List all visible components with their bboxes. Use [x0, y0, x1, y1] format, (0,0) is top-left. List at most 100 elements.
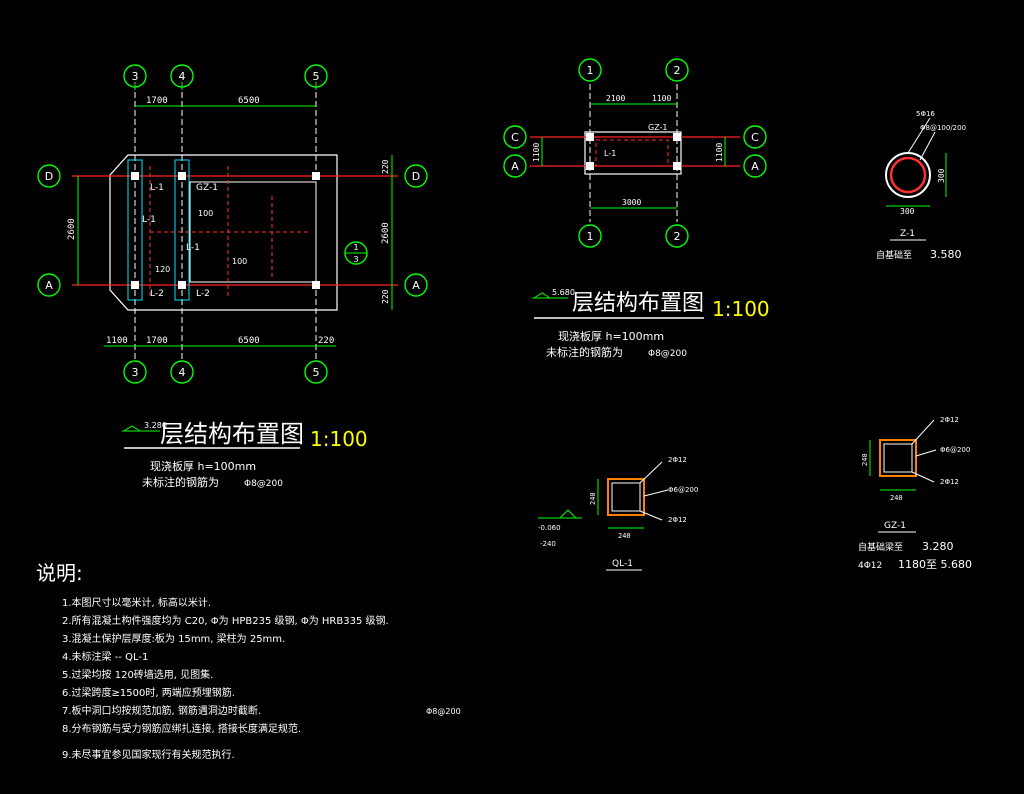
z1-caption: 自基础至 [876, 249, 912, 261]
detail-gz1: 2Φ12 Φ6@200 2Φ12 240 240 GZ-1 自基础梁至 3.28… [858, 416, 972, 571]
ql1-width: 240 [618, 532, 631, 540]
ql1-elevation: -0.060 [538, 524, 561, 532]
plan1-slab-note: 120 [155, 265, 170, 274]
ql1-section [607, 478, 645, 516]
plan1-bubble-top-3: 3 [123, 64, 147, 90]
plan1-label: L-1 [186, 243, 200, 253]
gz1-stirrup-text: Φ6@200 [940, 446, 970, 454]
notes-item: 4.未标注梁 -- QL-1 [62, 650, 148, 663]
plan2-bubble-right-C: C [743, 125, 767, 149]
gz1-bars-bot: 2Φ12 [940, 478, 959, 486]
ql1-stirrup [611, 482, 641, 512]
svg-text:4: 4 [179, 366, 186, 379]
plan1-label: L-2 [196, 289, 210, 299]
plan2-bubble-bottom-2: 2 [665, 224, 689, 248]
plan1-dim-top-2: 6500 [238, 96, 260, 106]
plan1-dim-bottom-1: 1100 [106, 336, 128, 346]
plan1-bubble-bottom-5: 5 [304, 360, 328, 384]
z1-section-outer [885, 152, 931, 198]
plan1-column [312, 281, 320, 289]
plan2-outline [584, 131, 682, 175]
plan1-label: L-1 [142, 215, 156, 225]
detail-ql1: 2Φ12 Φ6@200 2Φ12 240 240 -0.060 -240 QL-… [538, 456, 698, 571]
svg-text:5: 5 [313, 70, 320, 83]
plan1-column [131, 172, 139, 180]
plan2-bubble-top-2: 2 [665, 58, 689, 82]
svg-text:3: 3 [132, 70, 139, 83]
svg-text:A: A [751, 160, 759, 173]
svg-text:A: A [412, 279, 420, 292]
plan2-column [673, 162, 681, 170]
plan1-dim-bottom-2: 1700 [146, 336, 168, 346]
svg-text:4: 4 [179, 70, 186, 83]
plan1-column [178, 281, 186, 289]
gz1-section [879, 439, 917, 477]
z1-caption-value: 3.580 [930, 248, 962, 261]
plan1-bubble-left-D: D [37, 164, 61, 188]
plan1-dim-right-1: 220 [381, 159, 390, 174]
z1-section-inner [889, 156, 927, 194]
plan1-beam-cyan-1 [127, 159, 143, 301]
plan2-column [586, 162, 594, 170]
plan1-label: L-2 [150, 289, 164, 299]
svg-text:2: 2 [674, 64, 681, 77]
plan1-note2-value: Φ8@200 [244, 479, 283, 489]
svg-text:D: D [412, 170, 420, 183]
plan2-bubble-left-C: C [503, 125, 527, 149]
plan1-scale: 1:100 [310, 427, 368, 451]
plan1-inner-wall [189, 181, 317, 283]
z1-rebar-note2: Φ8@100/200 [920, 124, 966, 132]
design-notes: 说明: 1.本图尺寸以毫米计, 标高以米计. 2.所有混凝土构件强度均为 C20… [36, 561, 461, 761]
z1-height: 300 [937, 168, 946, 183]
ql1-bars-top: 2Φ12 [668, 456, 687, 464]
plan2-column [586, 133, 594, 141]
gz1-caption2: 4Φ12 [858, 561, 882, 571]
plan1-label: GZ-1 [196, 183, 218, 193]
svg-text:A: A [511, 160, 519, 173]
plan1-bubble-left-A: A [37, 273, 61, 297]
plan1-section-mark: 1 3 [344, 241, 368, 265]
notes-item: 5.过梁均按 120砖墙选用, 见图集. [62, 668, 213, 681]
plan1-title-block: 3.280 层结构布置图 1:100 现浇板厚 h=100mm 未标注的钢筋为 … [122, 420, 368, 489]
plan1-note2: 未标注的钢筋为 [142, 475, 219, 489]
plan2-note2: 未标注的钢筋为 [546, 345, 623, 359]
svg-text:5: 5 [313, 366, 320, 379]
plan1-bubble-top-5: 5 [304, 64, 328, 90]
svg-text:D: D [45, 170, 53, 183]
plan1-bubble-bottom-3: 3 [123, 360, 147, 384]
plan2-bubble-top-1: 1 [578, 58, 602, 82]
svg-text:1: 1 [353, 243, 358, 252]
plan1-elevation: 3.280 [144, 421, 167, 430]
plan2-elevation: 5.680 [552, 288, 575, 297]
gz1-caption1-value: 3.280 [922, 540, 954, 553]
plan2-note1: 现浇板厚 h=100mm [558, 329, 664, 343]
notes-item: 3.混凝土保护层厚度:板为 15mm, 梁柱为 25mm. [62, 632, 285, 645]
gz1-bars-top: 2Φ12 [940, 416, 959, 424]
plan1-outline [109, 154, 338, 311]
svg-text:C: C [511, 131, 519, 144]
gz1-tag: GZ-1 [884, 521, 906, 531]
svg-text:A: A [45, 279, 53, 292]
plan2-dim-top-2: 1100 [652, 94, 671, 103]
plan2-bubble-right-A: A [743, 154, 767, 178]
plan1-label: L-1 [150, 183, 164, 193]
plan1-dim-right-3: 220 [381, 289, 390, 304]
plan2-label-gz: GZ-1 [648, 123, 668, 132]
ql1-bars-bot: 2Φ12 [668, 516, 687, 524]
z1-dia: 300 [900, 207, 915, 216]
notes-heading: 说明: [36, 561, 83, 585]
plan1-dim-top-1: 1700 [146, 96, 168, 106]
ql1-height: 240 [589, 492, 597, 505]
plan2-column [673, 133, 681, 141]
gz1-caption2-value: 1180至 5.680 [898, 558, 972, 571]
plan1-column [312, 172, 320, 180]
notes-item: 9.未尽事宜参见国家现行有关规范执行. [62, 748, 235, 761]
gz1-width: 240 [890, 494, 903, 502]
plan2-label-l: L-1 [604, 149, 616, 158]
gz1-caption1: 自基础梁至 [858, 541, 903, 553]
ql1-elev-sub: -240 [540, 540, 556, 548]
plan1-dim-bottom-3: 6500 [238, 336, 260, 346]
notes-item: 7.板中洞口均按规范加筋, 钢筋遇洞边时截断. [62, 704, 261, 717]
plan1-note1: 现浇板厚 h=100mm [150, 459, 256, 473]
